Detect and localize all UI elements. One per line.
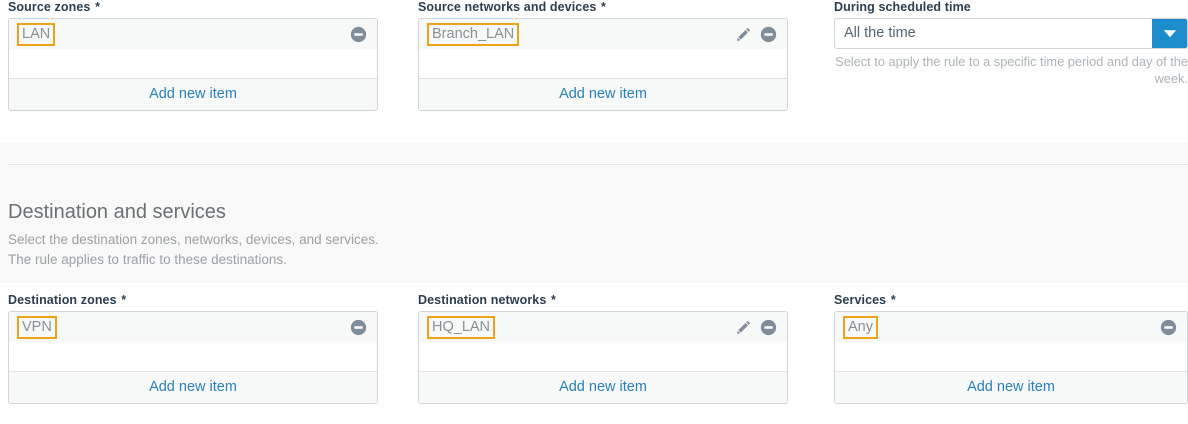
required-asterisk: * (551, 293, 556, 307)
destination-section-band: Destination and services Select the dest… (0, 143, 1188, 283)
select-selected-value: All the time (844, 25, 916, 41)
required-asterisk: * (601, 0, 607, 14)
list-item-label: LAN (17, 22, 56, 46)
list-item-label: Branch_LAN (427, 22, 520, 46)
listbox-destination-networks[interactable]: HQ_LAN (418, 311, 788, 404)
list-item[interactable]: Branch_LAN (419, 19, 787, 50)
label-text: Destination networks (418, 293, 547, 307)
field-source-networks-and-devices: Source networks and devices * Branch_LAN (410, 0, 820, 111)
required-asterisk: * (890, 293, 896, 307)
section-heading: Destination and services (8, 201, 226, 223)
label-text: Destination zones (8, 293, 117, 307)
field-source-zones: Source zones * LAN (0, 0, 410, 111)
label-destination-networks: Destination networks * (418, 293, 788, 307)
section-divider (8, 164, 1188, 165)
remove-circle-icon[interactable] (350, 26, 367, 43)
destination-fields-row: Destination zones * VPN (0, 293, 1188, 404)
scheduled-time-select[interactable]: All the time (834, 18, 1188, 49)
listbox-body: HQ_LAN (419, 312, 787, 372)
add-new-item-button[interactable]: Add new item (9, 79, 377, 110)
list-item-actions (736, 319, 777, 336)
list-item[interactable]: HQ_LAN (419, 312, 787, 343)
listbox-empty-row (835, 343, 1187, 372)
add-new-item-button[interactable]: Add new item (419, 372, 787, 403)
scheduled-time-hint: Select to apply the rule to a specific t… (835, 54, 1188, 86)
list-item[interactable]: Any (835, 312, 1187, 343)
required-asterisk: * (121, 293, 127, 307)
label-during-scheduled-time: During scheduled time (834, 0, 1188, 14)
list-item-actions (736, 26, 777, 43)
label-source-zones: Source zones * (8, 0, 378, 14)
label-destination-zones: Destination zones * (8, 293, 378, 307)
field-during-scheduled-time: During scheduled time All the time Selec… (820, 0, 1188, 111)
listbox-source-zones[interactable]: LAN Add new item (8, 18, 378, 111)
listbox-empty-row (9, 343, 377, 372)
required-asterisk: * (95, 0, 101, 14)
listbox-destination-zones[interactable]: VPN Add new item (8, 311, 378, 404)
label-source-networks-and-devices: Source networks and devices * (418, 0, 788, 14)
list-item[interactable]: LAN (9, 19, 377, 50)
chevron-down-icon[interactable] (1152, 19, 1187, 48)
listbox-body: LAN (9, 19, 377, 79)
list-item-actions (1160, 319, 1177, 336)
label-text: Source zones (8, 0, 91, 14)
list-item-label: VPN (17, 315, 57, 339)
section-description-line-2: The rule applies to traffic to these des… (8, 252, 287, 267)
field-services: Services * Any (820, 293, 1188, 404)
list-item-actions (350, 319, 367, 336)
listbox-body: Any (835, 312, 1187, 372)
label-text: Source networks and devices (418, 0, 597, 14)
pencil-icon[interactable] (736, 26, 752, 42)
list-item-actions (350, 26, 367, 43)
label-text: During scheduled time (834, 0, 971, 14)
listbox-body: VPN (9, 312, 377, 372)
source-fields-row: Source zones * LAN (0, 0, 1188, 111)
list-item-label: HQ_LAN (427, 315, 496, 339)
listbox-empty-row (9, 50, 377, 79)
remove-circle-icon[interactable] (1160, 319, 1177, 336)
label-services: Services * (834, 293, 1188, 307)
remove-circle-icon[interactable] (760, 319, 777, 336)
add-new-item-button[interactable]: Add new item (835, 372, 1187, 403)
field-destination-zones: Destination zones * VPN (0, 293, 410, 404)
add-new-item-button[interactable]: Add new item (419, 79, 787, 110)
listbox-source-networks[interactable]: Branch_LAN (418, 18, 788, 111)
field-destination-networks: Destination networks * HQ_LAN (410, 293, 820, 404)
listbox-services[interactable]: Any Add new item (834, 311, 1188, 404)
section-description-line-1: Select the destination zones, networks, … (8, 232, 379, 247)
listbox-body: Branch_LAN (419, 19, 787, 79)
add-new-item-button[interactable]: Add new item (9, 372, 377, 403)
list-item-label: Any (843, 315, 878, 339)
remove-circle-icon[interactable] (760, 26, 777, 43)
listbox-empty-row (419, 50, 787, 79)
pencil-icon[interactable] (736, 319, 752, 335)
listbox-empty-row (419, 343, 787, 372)
remove-circle-icon[interactable] (350, 319, 367, 336)
list-item[interactable]: VPN (9, 312, 377, 343)
label-text: Services (834, 293, 887, 307)
